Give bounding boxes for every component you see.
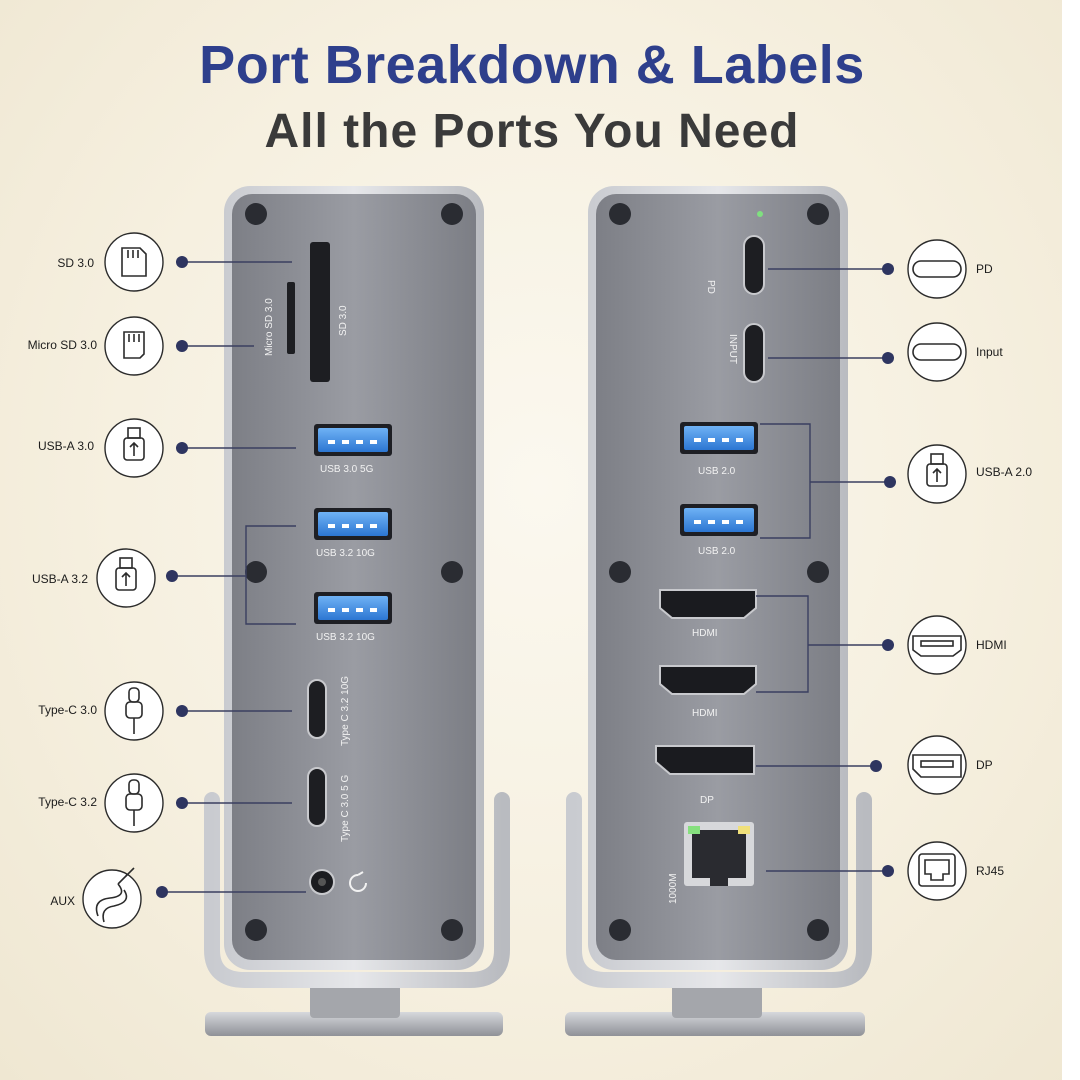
headphone-icon xyxy=(349,871,367,892)
usb-a-port xyxy=(680,422,758,454)
screw xyxy=(609,919,631,941)
usb-a-port xyxy=(314,592,392,624)
screw xyxy=(807,561,829,583)
left-dock xyxy=(204,186,510,1036)
callout-label-sd: SD 3.0 xyxy=(57,256,94,270)
callout-label-usb-a-30: USB-A 3.0 xyxy=(37,439,94,453)
port-print-typec32: Type C 3.2 10G xyxy=(340,675,351,746)
callout-label-type-c-30: Type-C 3.0 xyxy=(38,703,97,717)
link-led xyxy=(688,826,700,834)
screw xyxy=(807,919,829,941)
right-callout-lines xyxy=(756,268,890,872)
right-stand-frame xyxy=(566,792,872,988)
right-dock xyxy=(565,186,872,1036)
port-print-usb32a: USB 3.2 10G xyxy=(316,548,375,559)
right-callout-dots xyxy=(870,263,896,877)
right-stand-base xyxy=(565,1012,865,1036)
port-print-typec30: Type C 3.0 5 G xyxy=(340,774,351,842)
displayport-port xyxy=(655,745,755,775)
hdmi-icon xyxy=(912,635,962,657)
screw xyxy=(245,919,267,941)
sd-slot xyxy=(310,242,330,382)
callout-label-micro-sd: Micro SD 3.0 xyxy=(27,338,97,352)
hdmi-port xyxy=(659,665,757,695)
usb-a-port xyxy=(680,504,758,536)
port-print-usb20b: USB 2.0 xyxy=(698,546,736,557)
left-callout-lines xyxy=(162,261,306,893)
left-callout-dots xyxy=(156,256,188,898)
usb-c-port xyxy=(307,767,327,827)
port-print-hdmib: HDMI xyxy=(692,708,718,719)
left-dock-panel xyxy=(232,194,476,960)
port-print-hdmia: HDMI xyxy=(692,628,718,639)
callout-label-rj45: RJ45 xyxy=(976,864,1005,878)
usb-c-icon xyxy=(125,779,143,826)
callout-label-type-c-32: Type-C 3.2 xyxy=(38,795,97,809)
usb-c-port-icon xyxy=(912,343,962,361)
usb-a-icon xyxy=(123,427,145,461)
usb-a-icon xyxy=(115,557,137,591)
ethernet-icon xyxy=(918,853,956,887)
right-icon-circles xyxy=(907,239,967,901)
port-print-input: INPUT xyxy=(727,334,738,364)
screw xyxy=(441,561,463,583)
usb-c-port xyxy=(307,679,327,739)
page-title: Port Breakdown & Labels xyxy=(199,35,865,95)
micro-sd-slot xyxy=(287,282,295,354)
usb-a-port xyxy=(314,424,392,456)
sd-card-icon xyxy=(121,247,147,277)
port-print-sd: SD 3.0 xyxy=(338,305,349,336)
power-led xyxy=(757,211,763,217)
screw xyxy=(807,203,829,225)
callout-label-usb-a-32: USB-A 3.2 xyxy=(31,572,88,586)
left-stand-frame xyxy=(204,792,510,988)
callout-label-aux: AUX xyxy=(50,894,75,908)
callout-label-usb-a-20: USB-A 2.0 xyxy=(976,465,1033,479)
right-dock-panel xyxy=(596,194,840,960)
screw xyxy=(609,561,631,583)
port-print-usb32b: USB 3.2 10G xyxy=(316,632,375,643)
screw xyxy=(441,203,463,225)
port-print-usb30: USB 3.0 5G xyxy=(320,464,374,475)
screw xyxy=(609,203,631,225)
usb-c-icon xyxy=(125,687,143,734)
screw xyxy=(441,919,463,941)
left-stand-hinge xyxy=(310,984,400,1018)
displayport-icon xyxy=(912,754,962,778)
callout-label-hdmi: HDMI xyxy=(976,638,1007,652)
port-print-rj45: 1000M xyxy=(668,873,679,904)
port-print-micro-sd: Micro SD 3.0 xyxy=(264,298,275,356)
screw xyxy=(245,203,267,225)
callout-label-pd: PD xyxy=(976,262,993,276)
usb-a-icon xyxy=(926,453,948,487)
right-stand-hinge xyxy=(672,984,762,1018)
activity-led xyxy=(738,826,750,834)
port-print-usb20a: USB 2.0 xyxy=(698,466,736,477)
aux-cable-icon xyxy=(95,867,135,923)
port-print-pd: PD xyxy=(705,280,716,294)
usb-a-port xyxy=(314,508,392,540)
callout-label-input: Input xyxy=(976,345,1003,359)
usb-c-port xyxy=(743,235,765,295)
usb-c-port xyxy=(743,323,765,383)
micro-sd-card-icon xyxy=(123,331,145,359)
usb-c-port-icon xyxy=(912,260,962,278)
hdmi-port xyxy=(659,589,757,619)
page-subtitle: All the Ports You Need xyxy=(264,105,800,158)
callout-label-dp: DP xyxy=(976,758,993,772)
left-stand-base xyxy=(205,1012,503,1036)
port-print-dp: DP xyxy=(700,795,714,806)
screw xyxy=(245,561,267,583)
